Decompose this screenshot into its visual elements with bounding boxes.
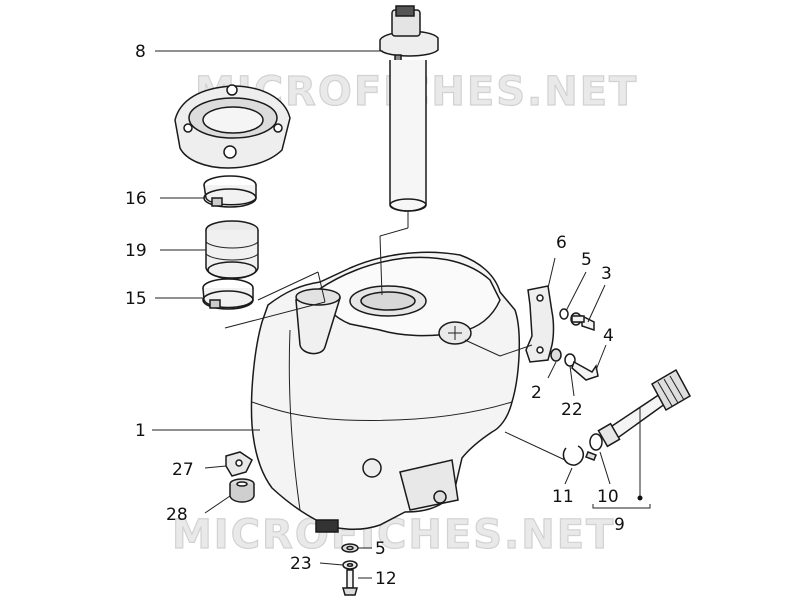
bottom-washer [341,543,359,553]
screw-4-assembly [550,348,599,381]
callout-15: 15 [125,289,147,309]
drain-plug [597,368,692,448]
rubber-sleeve-19 [205,220,259,280]
callout-labels: 8 16 19 15 1 27 28 23 5 12 6 5 3 4 2 22 … [125,42,625,589]
callout-3: 3 [601,264,612,284]
fuel-tank [250,251,521,533]
o-ring [585,433,603,461]
bottom-washer-23 [342,560,358,570]
hose-clamp-15 [202,278,254,310]
callout-5-top: 5 [581,250,592,270]
callout-19: 19 [125,241,147,261]
leader-lines [152,50,651,579]
callout-11: 11 [552,487,574,507]
callout-16: 16 [125,189,147,209]
callout-22: 22 [561,400,583,420]
callout-10: 10 [597,487,619,507]
callout-8: 8 [135,42,146,62]
callout-2: 2 [531,383,542,403]
rubber-bush [229,478,255,503]
callout-4: 4 [603,326,614,346]
callout-27: 27 [172,460,194,480]
callout-23: 23 [290,554,312,574]
bottom-screw [342,569,358,596]
filler-flange [174,84,291,169]
callout-28: 28 [166,505,188,525]
hose-clip [562,445,584,466]
callout-6: 6 [556,233,567,253]
fuel-level-sender [379,5,439,212]
hose-clamp-16 [203,175,257,208]
callout-5-bottom: 5 [375,539,386,559]
spacer-nut [225,451,253,477]
callout-12: 12 [375,569,397,589]
callout-9: 9 [614,515,625,535]
mounting-bracket [525,285,555,363]
screw-3-assembly [559,308,595,332]
callout-1: 1 [135,421,146,441]
watermark-bottom: MICROFICHES.NET [172,512,615,558]
